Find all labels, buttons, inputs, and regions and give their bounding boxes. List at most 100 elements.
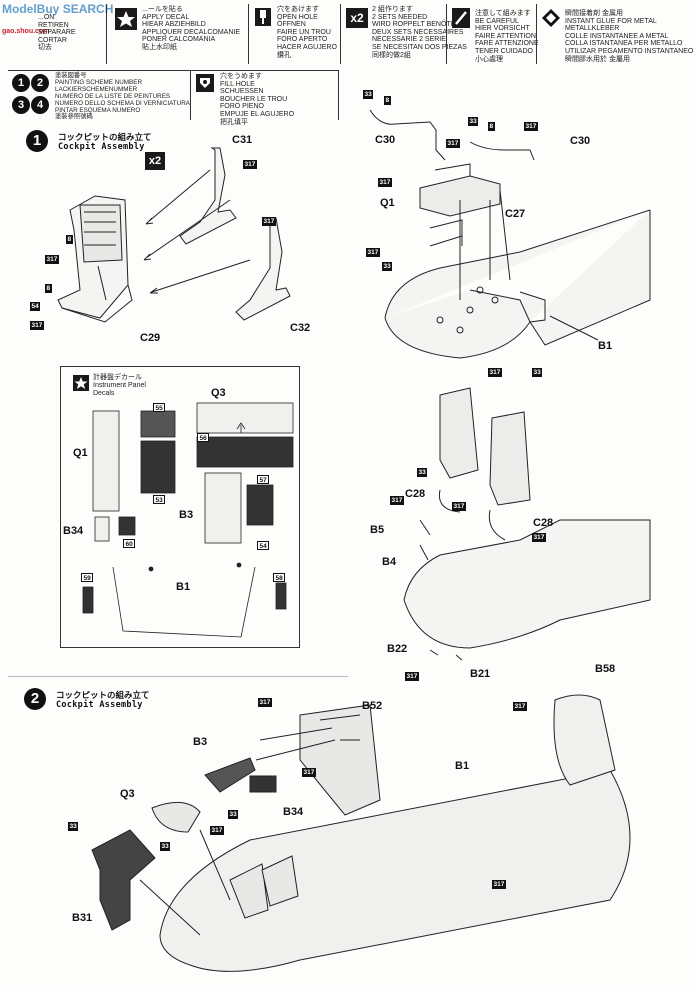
part-code: 33 (160, 842, 171, 851)
part-label: C28 (405, 488, 426, 500)
part-code: 317 (243, 160, 257, 169)
decal-label: B34 (63, 525, 84, 537)
part-label: C32 (290, 322, 311, 334)
part-label: B4 (382, 556, 397, 568)
part-code: 33 (382, 262, 393, 271)
careful-text: 注意して組みます BE CAREFUL HIER VORSICHT FAIRE … (475, 10, 539, 63)
part-code: 317 (302, 768, 316, 777)
b31-part (91, 829, 156, 931)
step1-title-jp: コックピットの組み立て (58, 133, 152, 143)
decal-text: ...ールを貼る APPLY DECAL HIEAR ABZIEHBILD AP… (142, 6, 241, 51)
step2-title-en: Cockpit Assembly (56, 700, 143, 710)
part-code: 54 (30, 302, 41, 311)
floor-b1-top (384, 209, 651, 346)
part-code: 317 (45, 255, 59, 264)
part-code: 317 (532, 533, 546, 542)
decal-num: 56 (197, 433, 210, 442)
part-code: 8 (66, 235, 73, 244)
cut-text: ...ON RETIREN SEPARARE CORTAR 切去 (38, 14, 76, 52)
part-code: 8 (488, 122, 495, 131)
glue-icon (541, 8, 561, 28)
part-code: 33 (68, 822, 79, 831)
fill-hole-text: 穴をうめます FILL HOLE SCHUESSEN BOUCHER LE TR… (220, 73, 295, 126)
paint-num-1: 1 (12, 74, 30, 92)
legend-row-2: 1 2 3 4 塗装図番号 PAINTING SCHEME NUMBER LAC… (0, 70, 696, 126)
part-code: 317 (452, 502, 466, 511)
part-code: 33 (532, 368, 543, 377)
decal-num: 57 (257, 475, 270, 484)
decal-title-en2: Decals (93, 390, 115, 397)
part-label: B5 (370, 524, 385, 536)
decal-title-jp: 計器盤デカール (93, 374, 142, 381)
b34-part (249, 775, 277, 793)
part-code: 317 (524, 122, 538, 131)
decal-icon (115, 8, 137, 30)
part-label: Q1 (380, 197, 395, 209)
part-label: B31 (72, 912, 93, 924)
part-label: C27 (505, 208, 526, 220)
open-hole-text: 穴をあけます OPEN HOLE ÖFFNEN FAIRE UN TROU FO… (277, 6, 337, 59)
part-label: B52 (362, 700, 383, 712)
part-code: 33 (468, 117, 479, 126)
paint-num-3: 3 (12, 96, 30, 114)
floor-b1-bottom (403, 519, 651, 649)
part-label: C31 (232, 134, 253, 146)
part-code: 317 (390, 496, 404, 505)
part-label: C29 (140, 332, 161, 344)
decal-label: B1 (176, 581, 191, 593)
watermark: ModelBuy SEARCH (2, 2, 114, 16)
careful-icon (452, 8, 470, 28)
decal-num: 55 (153, 403, 166, 412)
two-sets-text: 2 組作ります 2 SETS NEEDED WIRD ROPPELT BENÖT… (372, 6, 467, 59)
part-code: 33 (363, 90, 374, 99)
instrument-decal-panel: 計器盤デカール Instrument Panel Decals Q3 Q1 B3… (60, 366, 300, 648)
part-code: 317 (513, 702, 527, 711)
decal-star-icon (73, 375, 89, 391)
paint-num-2: 2 (31, 74, 49, 92)
part-label: B1 (598, 340, 613, 352)
drill-icon (255, 8, 271, 26)
decal-label: B3 (179, 509, 194, 521)
part-code: 317 (378, 178, 392, 187)
part-label: C30 (375, 134, 396, 146)
decal-label: Q1 (73, 447, 88, 459)
glue-text: 瞬間接着剤 金属用 INSTANT GLUE FOR METAL METALLK… (565, 10, 694, 63)
multiplier-badge: x2 (145, 152, 165, 170)
two-sets-icon: x2 (346, 8, 368, 28)
part-label: B34 (283, 806, 304, 818)
decal-num: 59 (81, 573, 94, 582)
step2-title-jp: コックピットの組み立て (56, 691, 150, 701)
part-label: B58 (595, 663, 616, 675)
part-code: 317 (262, 217, 276, 226)
c32-part (235, 217, 291, 321)
part-code: 8 (45, 284, 52, 293)
part-label: B3 (193, 736, 208, 748)
step2-number: 2 (24, 688, 46, 710)
b3-part (204, 757, 256, 793)
part-code: 317 (405, 672, 419, 681)
part-code: 317 (492, 880, 506, 889)
part-label: C28 (533, 517, 554, 529)
decal-num: 60 (123, 539, 136, 548)
part-label: C30 (570, 135, 591, 147)
decal-label: Q3 (211, 387, 226, 399)
decal-title-en: Instrument Panel (93, 382, 146, 389)
part-label: B1 (455, 760, 470, 772)
fill-hole-icon (196, 74, 214, 92)
watermark-domain: gao.shou.com (2, 28, 50, 35)
part-code: 33 (417, 468, 428, 477)
c31-part (179, 147, 237, 245)
part-code: 317 (366, 248, 380, 257)
part-label: B22 (387, 643, 408, 655)
part-label: Q3 (120, 788, 135, 800)
decal-num: 58 (273, 573, 286, 582)
step1-title-en: Cockpit Assembly (58, 142, 145, 152)
part-code: 317 (30, 321, 44, 330)
part-code: 317 (258, 698, 272, 707)
part-code: 317 (488, 368, 502, 377)
part-code: 33 (228, 810, 239, 819)
seat-drawing (57, 195, 133, 323)
floor-b1-step2 (159, 769, 631, 972)
paint-text: 塗装図番号 PAINTING SCHEME NUMBER LACKIERSCHE… (55, 72, 190, 121)
